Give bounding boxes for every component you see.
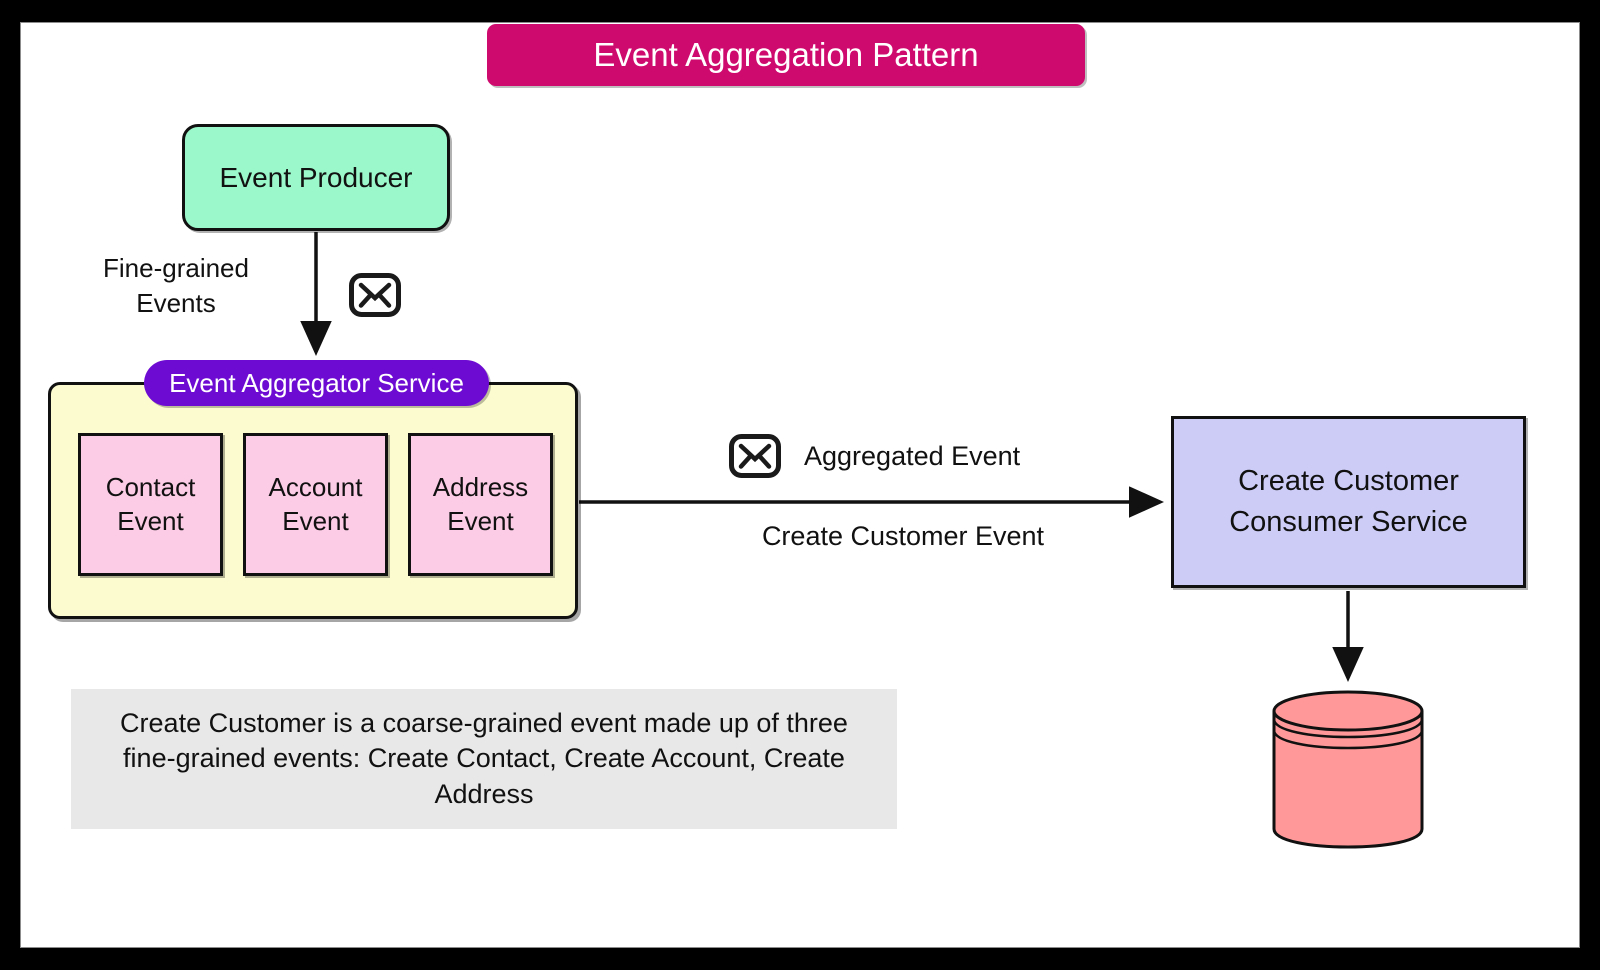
- node-event-producer-label: Event Producer: [219, 161, 413, 193]
- node-account-event: Account Event: [243, 433, 388, 576]
- edge-aggregated-event: Aggregated Event: [728, 432, 1020, 480]
- diagram-canvas: Event Aggregation Pattern Event Producer…: [20, 22, 1580, 948]
- database-cylinder-icon: [1272, 690, 1424, 849]
- diagram-title: Event Aggregation Pattern: [487, 24, 1085, 86]
- edge-label-create-customer-event: Create Customer Event: [761, 521, 1045, 551]
- edge-label-fine-grained-events: Fine-grained Events: [103, 253, 249, 319]
- node-event-producer: Event Producer: [182, 124, 450, 231]
- envelope-icon: [729, 434, 781, 478]
- node-contact-event: Contact Event: [78, 433, 223, 576]
- node-address-event: Address Event: [408, 433, 553, 576]
- edge-label-aggregated-event: Aggregated Event: [804, 440, 1021, 471]
- node-consumer-label: Create Customer Consumer Service: [1229, 465, 1468, 538]
- node-address-event-label: Address Event: [432, 471, 529, 536]
- node-create-customer-consumer-service: Create Customer Consumer Service: [1171, 416, 1526, 588]
- node-aggregator-service: Event Aggregator Service: [144, 360, 489, 406]
- envelope-icon: [349, 273, 401, 317]
- node-contact-event-label: Contact Event: [105, 471, 196, 536]
- node-account-event-label: Account Event: [268, 471, 363, 536]
- note-box: Create Customer is a coarse-grained even…: [71, 689, 897, 829]
- node-aggregator-service-label: Event Aggregator Service: [169, 367, 464, 398]
- note-text: Create Customer is a coarse-grained even…: [120, 708, 848, 809]
